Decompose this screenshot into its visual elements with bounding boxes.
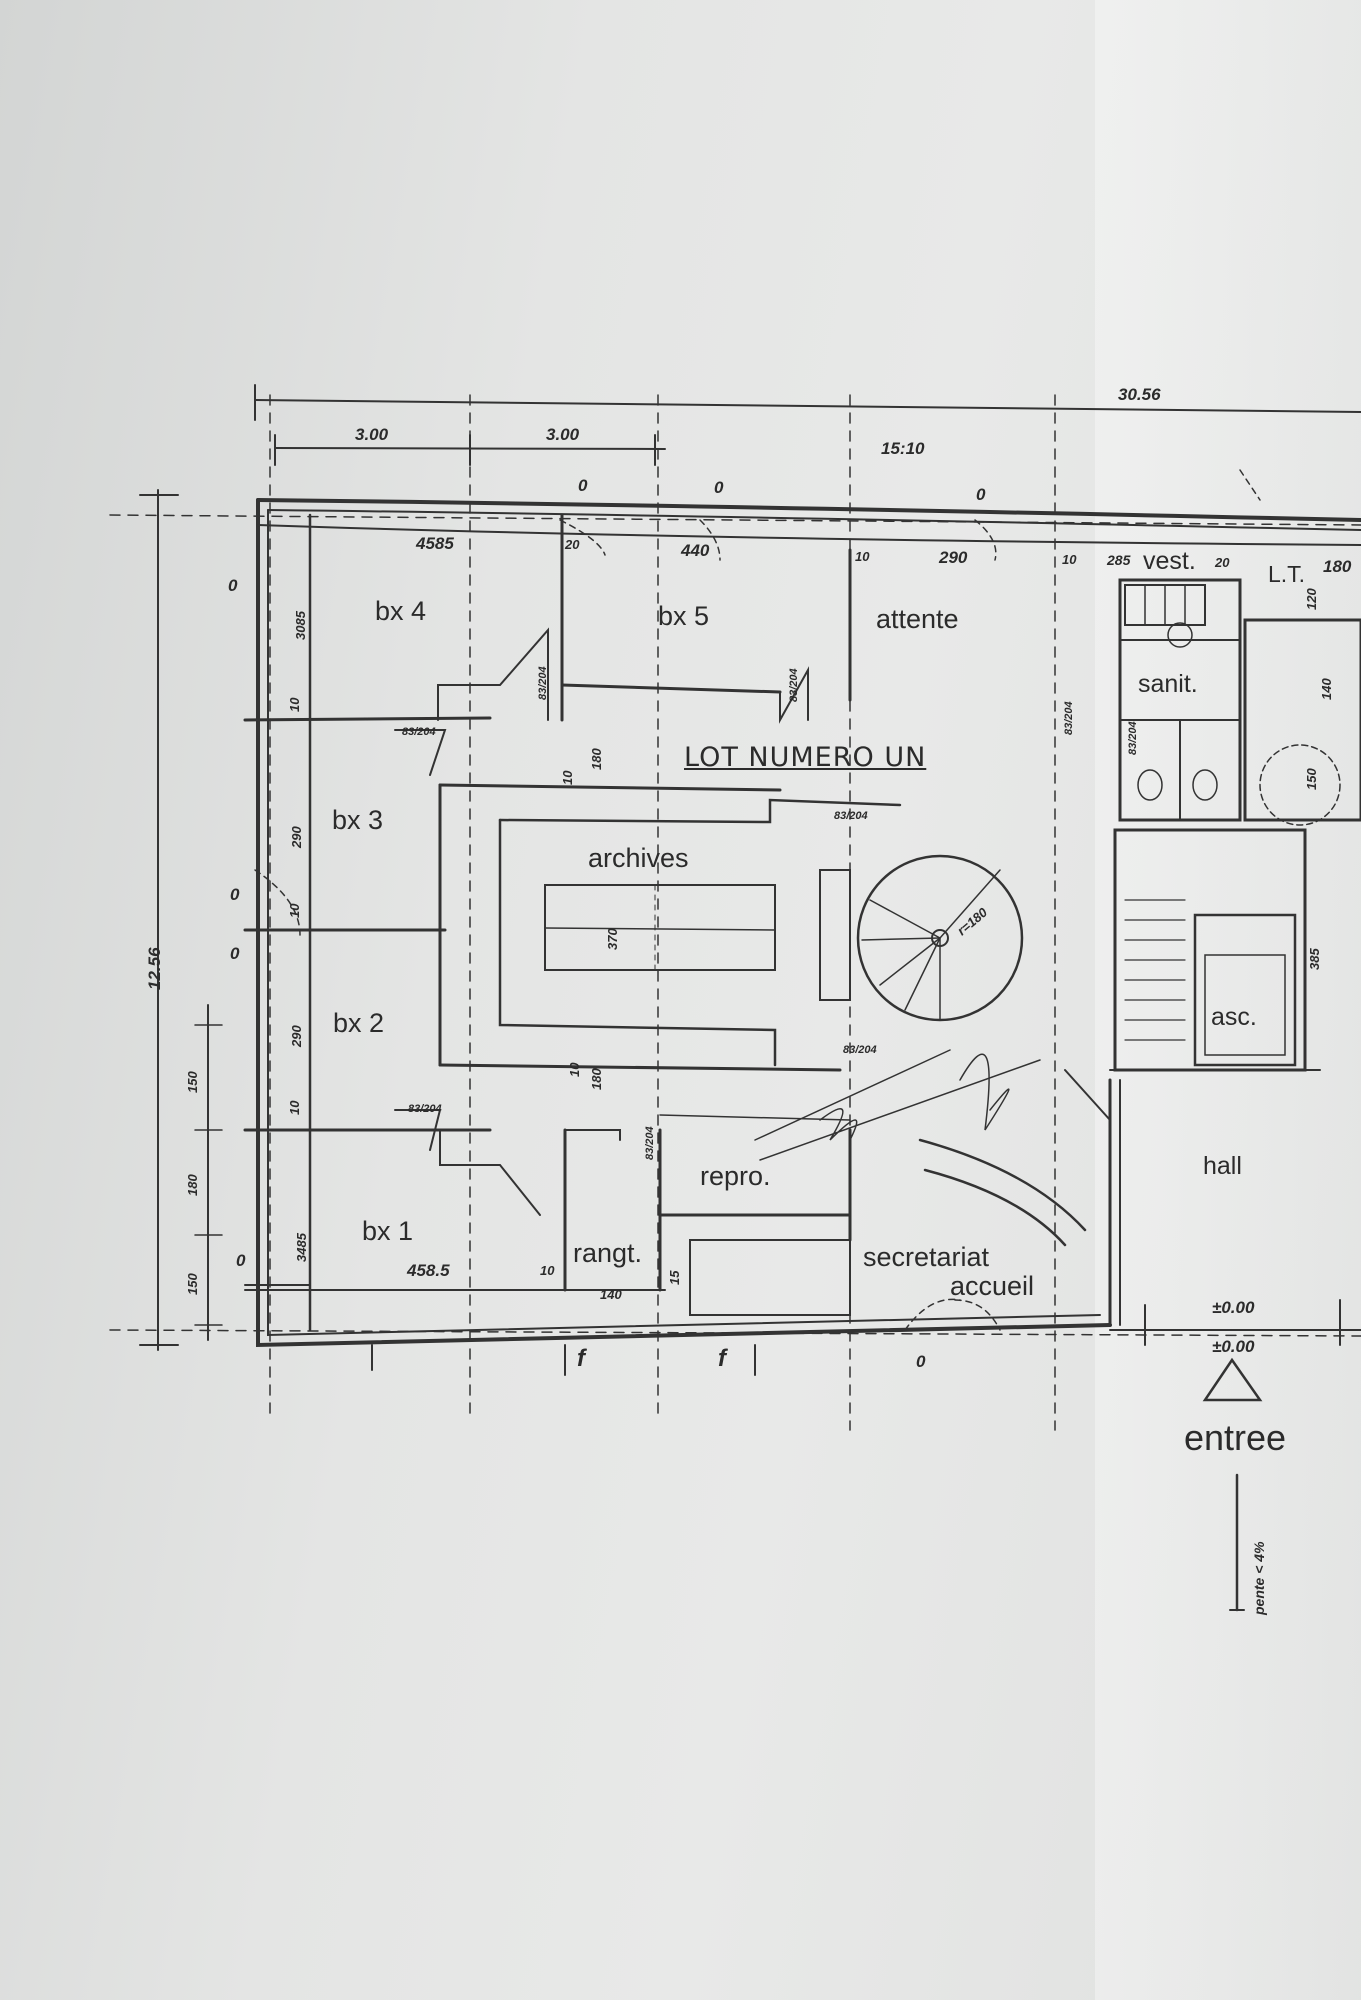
room-label-bx2: bx 2: [333, 1008, 385, 1038]
room-label-hall: hall: [1203, 1152, 1242, 1180]
reception-desk: [918, 1138, 1087, 1232]
room-label-archives: archives: [588, 843, 689, 873]
dim-370: 370: [605, 928, 620, 950]
door-tag-d: 83/204: [1063, 701, 1075, 735]
entrance-arrow: [1202, 1357, 1263, 1402]
pencil-scribble: [754, 1049, 1041, 1161]
door-tag-c: 83/204: [788, 668, 800, 702]
zero-mark: 0: [230, 885, 240, 904]
dim-scale-note: 15:10: [881, 439, 925, 458]
room-label-rangt: rangt.: [573, 1238, 643, 1268]
room-label-bx3: bx 3: [332, 805, 384, 835]
level-mark-b: ±0.00: [1212, 1337, 1255, 1356]
door-tag-a: 83/204: [402, 726, 436, 738]
dim-bay-2: 3.00: [546, 425, 580, 444]
dim-290-left-b: 290: [289, 1025, 304, 1047]
dim-10-center: 10: [567, 1062, 582, 1077]
outer-wall: [256, 498, 1112, 1348]
dim-side-180: 180: [185, 1174, 200, 1196]
dim-150: 150: [1304, 768, 1319, 790]
lt-block: [1243, 618, 1361, 822]
room-label-asc: asc.: [1211, 1003, 1257, 1031]
dim-140-right: 140: [1319, 678, 1334, 700]
dim-180-right: 180: [1323, 557, 1352, 576]
dim-20-a: 20: [565, 537, 580, 552]
zero-mark: 0: [236, 1251, 246, 1270]
room-label-bx4: bx 4: [375, 596, 427, 626]
f-mark: f: [577, 1345, 585, 1372]
room-label-sanit: sanit.: [1138, 670, 1198, 698]
door-tag-i: 83/204: [644, 1126, 656, 1160]
dim-bay-1: 3.00: [355, 425, 389, 444]
dim-overall-width: 30.56: [1118, 385, 1161, 404]
zero-mark: 0: [230, 944, 240, 963]
dim-10-f: 10: [1062, 552, 1077, 567]
zero-mark: 0: [228, 576, 238, 595]
dim-10-b: 10: [287, 903, 302, 918]
level-mark-a: ±0.00: [1212, 1298, 1255, 1317]
dim-10-a: 10: [287, 697, 302, 712]
door-tag-f: 83/204: [834, 810, 868, 822]
dim-side-150: 150: [185, 1071, 200, 1093]
archives-room: [498, 798, 902, 824]
dim-180-center-b: 180: [589, 1068, 604, 1090]
plan-title: LOT NUMERO UN: [684, 742, 927, 773]
zero-mark: 0: [714, 478, 724, 497]
dim-10-g: 10: [540, 1263, 555, 1278]
dim-side-150-b: 150: [185, 1273, 200, 1295]
wall-bx4-bx3: [243, 716, 492, 722]
dim-line-overall: [254, 399, 1361, 413]
dim-385: 385: [1307, 948, 1322, 970]
f-mark: f: [718, 1345, 726, 1372]
dim-4585-top: 4585: [416, 534, 454, 553]
dim-3085: 3085: [293, 611, 308, 640]
room-label-attente: attente: [876, 604, 959, 634]
archives-shelf: [544, 884, 776, 971]
room-label-repro: repro.: [700, 1161, 771, 1191]
dim-285: 285: [1107, 552, 1131, 568]
stair-block: [1113, 828, 1307, 1072]
room-label-secretariat: secretariat: [863, 1242, 990, 1272]
slope-note: pente < 4%: [1251, 1541, 1267, 1615]
dim-290-left-a: 290: [289, 826, 304, 848]
dim-140: 140: [600, 1287, 622, 1302]
lift: [1193, 913, 1297, 1067]
room-label-entree: entree: [1184, 1417, 1287, 1458]
zero-mark: 0: [578, 476, 588, 495]
zero-mark: 0: [916, 1352, 926, 1371]
door-tag-b: 83/204: [537, 666, 549, 700]
dim-10-e: 10: [855, 549, 870, 564]
room-label-vest: vest.: [1143, 547, 1196, 575]
dim-180-center-a: 180: [589, 748, 604, 770]
dim-10-d: 10: [560, 770, 575, 785]
door-tag-g: 83/204: [843, 1044, 877, 1056]
dim-290: 290: [939, 548, 968, 567]
dim-15: 15: [667, 1270, 682, 1285]
door-tag-e: 83/204: [1127, 721, 1139, 755]
door-tag-h: 83/204: [408, 1103, 442, 1115]
dim-3485: 3485: [294, 1233, 309, 1262]
zero-mark: 0: [976, 485, 986, 504]
room-label-lt: L.T.: [1268, 561, 1306, 587]
room-label-accueil: accueil: [950, 1271, 1035, 1301]
dim-440: 440: [681, 541, 710, 560]
dim-4585-bottom: 458.5: [407, 1261, 450, 1280]
dim-overall-height: 12.56: [145, 947, 164, 990]
dim-10-c: 10: [287, 1100, 302, 1115]
dim-20-b: 20: [1215, 555, 1230, 570]
room-label-bx1: bx 1: [362, 1216, 414, 1246]
dim-120: 120: [1304, 588, 1319, 610]
room-label-bx5: bx 5: [658, 601, 710, 631]
